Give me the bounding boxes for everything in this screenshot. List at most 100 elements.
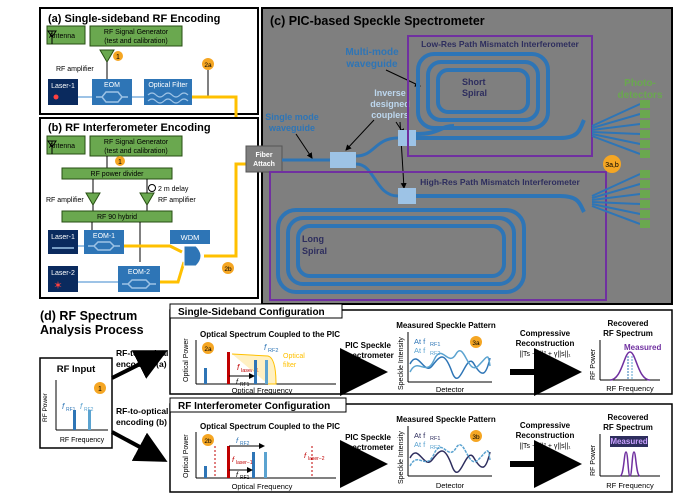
photodetector-array bbox=[640, 100, 650, 228]
svg-text:RF2: RF2 bbox=[84, 407, 94, 413]
single-mode-label-2: waveguide bbox=[268, 123, 315, 133]
rf-input-ylabel: RF Power bbox=[42, 392, 49, 422]
panel-b-title: (b) RF Interferometer Encoding bbox=[48, 122, 211, 134]
multimode-label-2: waveguide bbox=[345, 59, 398, 70]
svg-text:RF1: RF1 bbox=[240, 382, 250, 388]
rfi-rf1-line bbox=[252, 452, 255, 478]
badge-1-d bbox=[94, 382, 106, 394]
svg-text:Antenna: Antenna bbox=[49, 143, 75, 150]
svg-text:RF Signal Generator: RF Signal Generator bbox=[104, 29, 169, 36]
svg-text:2a: 2a bbox=[204, 346, 212, 353]
ssb-speckle-ylabel: Speckle Intensity bbox=[398, 337, 405, 390]
ssb-measured-curve bbox=[609, 351, 651, 381]
rf-signal-generator-a: RF Signal Generator (test and calibratio… bbox=[89, 25, 183, 47]
svg-text:1: 1 bbox=[116, 54, 120, 61]
badge-1-a bbox=[113, 51, 123, 61]
fiber-b bbox=[204, 162, 246, 258]
rfi-pic-label-2: Spectrometer bbox=[342, 443, 394, 452]
ssb-xlabel: Optical Frequency bbox=[232, 386, 293, 395]
ssb-config-box bbox=[169, 309, 673, 395]
short-spiral-label-1: Short bbox=[462, 77, 486, 87]
svg-text:RF power divider: RF power divider bbox=[91, 171, 145, 178]
svg-text:RF2: RF2 bbox=[240, 441, 250, 447]
svg-text:f: f bbox=[80, 402, 83, 411]
photodetectors-label-1: Photo- bbox=[624, 78, 656, 89]
svg-text:At f: At f bbox=[414, 346, 426, 355]
svg-text:EOM-2: EOM-2 bbox=[128, 269, 150, 276]
rfi-speckle-curve-1 bbox=[409, 450, 491, 474]
short-spiral bbox=[415, 52, 586, 140]
arrow-to-rfi bbox=[111, 430, 168, 462]
svg-text:2b: 2b bbox=[224, 266, 232, 273]
ssb-speckle-xlabel: Detector bbox=[436, 385, 465, 394]
panel-a-title: (a) Single-sideband RF Encoding bbox=[48, 13, 220, 25]
rfi-pic-label-1: PIC Speckle bbox=[345, 433, 391, 442]
ssb-pic-label-1: PIC Speckle bbox=[345, 341, 391, 350]
delay-icon bbox=[148, 184, 156, 192]
svg-text:laser−1: laser−1 bbox=[236, 460, 253, 466]
svg-text:laser−2: laser−2 bbox=[308, 456, 325, 462]
rf-amplifier-a-icon bbox=[99, 49, 115, 63]
svg-text:Optical Filter: Optical Filter bbox=[148, 82, 188, 89]
laser-1-a: Laser-1 bbox=[48, 79, 78, 105]
ssb-formula: ||Ts − I||² + γ||s||₁ bbox=[519, 351, 571, 358]
ssb-pic-label-2: Spectrometer bbox=[342, 351, 394, 360]
svg-text:f: f bbox=[62, 402, 65, 411]
rfi-laser1-line bbox=[227, 446, 230, 478]
rf-amplifier-right-label: RF amplifier bbox=[158, 197, 196, 204]
badge-1-b bbox=[115, 156, 125, 166]
rfi-recovered-2: RF Spectrum bbox=[603, 423, 653, 432]
svg-text:At f: At f bbox=[414, 440, 426, 449]
svg-text:At f: At f bbox=[414, 431, 426, 440]
ssb-opt-title: Optical Spectrum Coupled to the PIC bbox=[200, 330, 340, 339]
rfi-xlabel: Optical Frequency bbox=[232, 482, 293, 491]
antenna-a: Antenna bbox=[46, 25, 86, 45]
high-res-label: High-Res Path Mismatch Interferometer bbox=[420, 177, 580, 187]
inverse-label-1: Inverse bbox=[374, 88, 406, 98]
ssb-recovered-1: Recovered bbox=[608, 319, 649, 328]
rfi-rec-ylabel: RF Power bbox=[590, 444, 597, 476]
rf-input-title: RF Input bbox=[57, 364, 96, 375]
svg-text:laser−1: laser−1 bbox=[241, 368, 259, 374]
svg-text:(test and calibration): (test and calibration) bbox=[104, 38, 167, 45]
detector-fanout bbox=[591, 103, 641, 225]
rf-signal-generator-b: RF Signal Generator (test and calibratio… bbox=[89, 135, 183, 157]
svg-text:RF1: RF1 bbox=[430, 342, 440, 348]
ssb-measured-label: Measured bbox=[624, 343, 661, 352]
long-spiral-label-1: Long bbox=[302, 234, 324, 244]
svg-text:✶: ✶ bbox=[53, 280, 62, 292]
laser-1-b: Laser-1 bbox=[48, 230, 78, 254]
svg-text:At f: At f bbox=[414, 337, 426, 346]
badge-3a-d bbox=[470, 336, 482, 348]
svg-text:3b: 3b bbox=[472, 434, 480, 441]
svg-text:f: f bbox=[236, 379, 239, 386]
svg-text:RF 90 hybrid: RF 90 hybrid bbox=[97, 214, 137, 221]
arrow-to-ssb bbox=[111, 350, 168, 380]
rfi-ylabel: Optical Power bbox=[183, 434, 190, 478]
svg-text:EOM-1: EOM-1 bbox=[93, 233, 115, 240]
eom-a: EOM bbox=[92, 79, 132, 105]
long-spiral-label-2: Spiral bbox=[302, 246, 327, 256]
svg-text:RF2: RF2 bbox=[430, 445, 440, 451]
badge-2b-b bbox=[222, 262, 234, 274]
ssb-laser-line bbox=[227, 352, 230, 384]
svg-text:Laser-2: Laser-2 bbox=[51, 270, 75, 277]
svg-text:2a: 2a bbox=[204, 62, 212, 69]
rf-90-hybrid: RF 90 hybrid bbox=[61, 210, 173, 223]
rfi-speckle-ylabel: Speckle Intensity bbox=[398, 431, 405, 484]
inverse-label-2: designed bbox=[370, 99, 410, 109]
rf-input-bar-1 bbox=[73, 410, 76, 430]
svg-text:RF1: RF1 bbox=[430, 436, 440, 442]
coupler-main bbox=[330, 152, 356, 168]
svg-text:RF1: RF1 bbox=[240, 475, 250, 481]
ssb-ylabel: Optical Power bbox=[183, 338, 190, 382]
svg-text:3a,b: 3a,b bbox=[605, 162, 619, 169]
rf-input-xlabel: RF Frequency bbox=[60, 437, 105, 444]
fiber-attach bbox=[245, 145, 283, 173]
rf-input-box bbox=[39, 357, 113, 449]
panel-c-title: (c) PIC-based Speckle Spectrometer bbox=[270, 14, 485, 28]
laser-2-b: Laser-2 ✶ bbox=[48, 266, 78, 292]
rf-amplifier-a-label: RF amplifier bbox=[56, 66, 94, 73]
rf-input-bar-2 bbox=[88, 410, 91, 430]
